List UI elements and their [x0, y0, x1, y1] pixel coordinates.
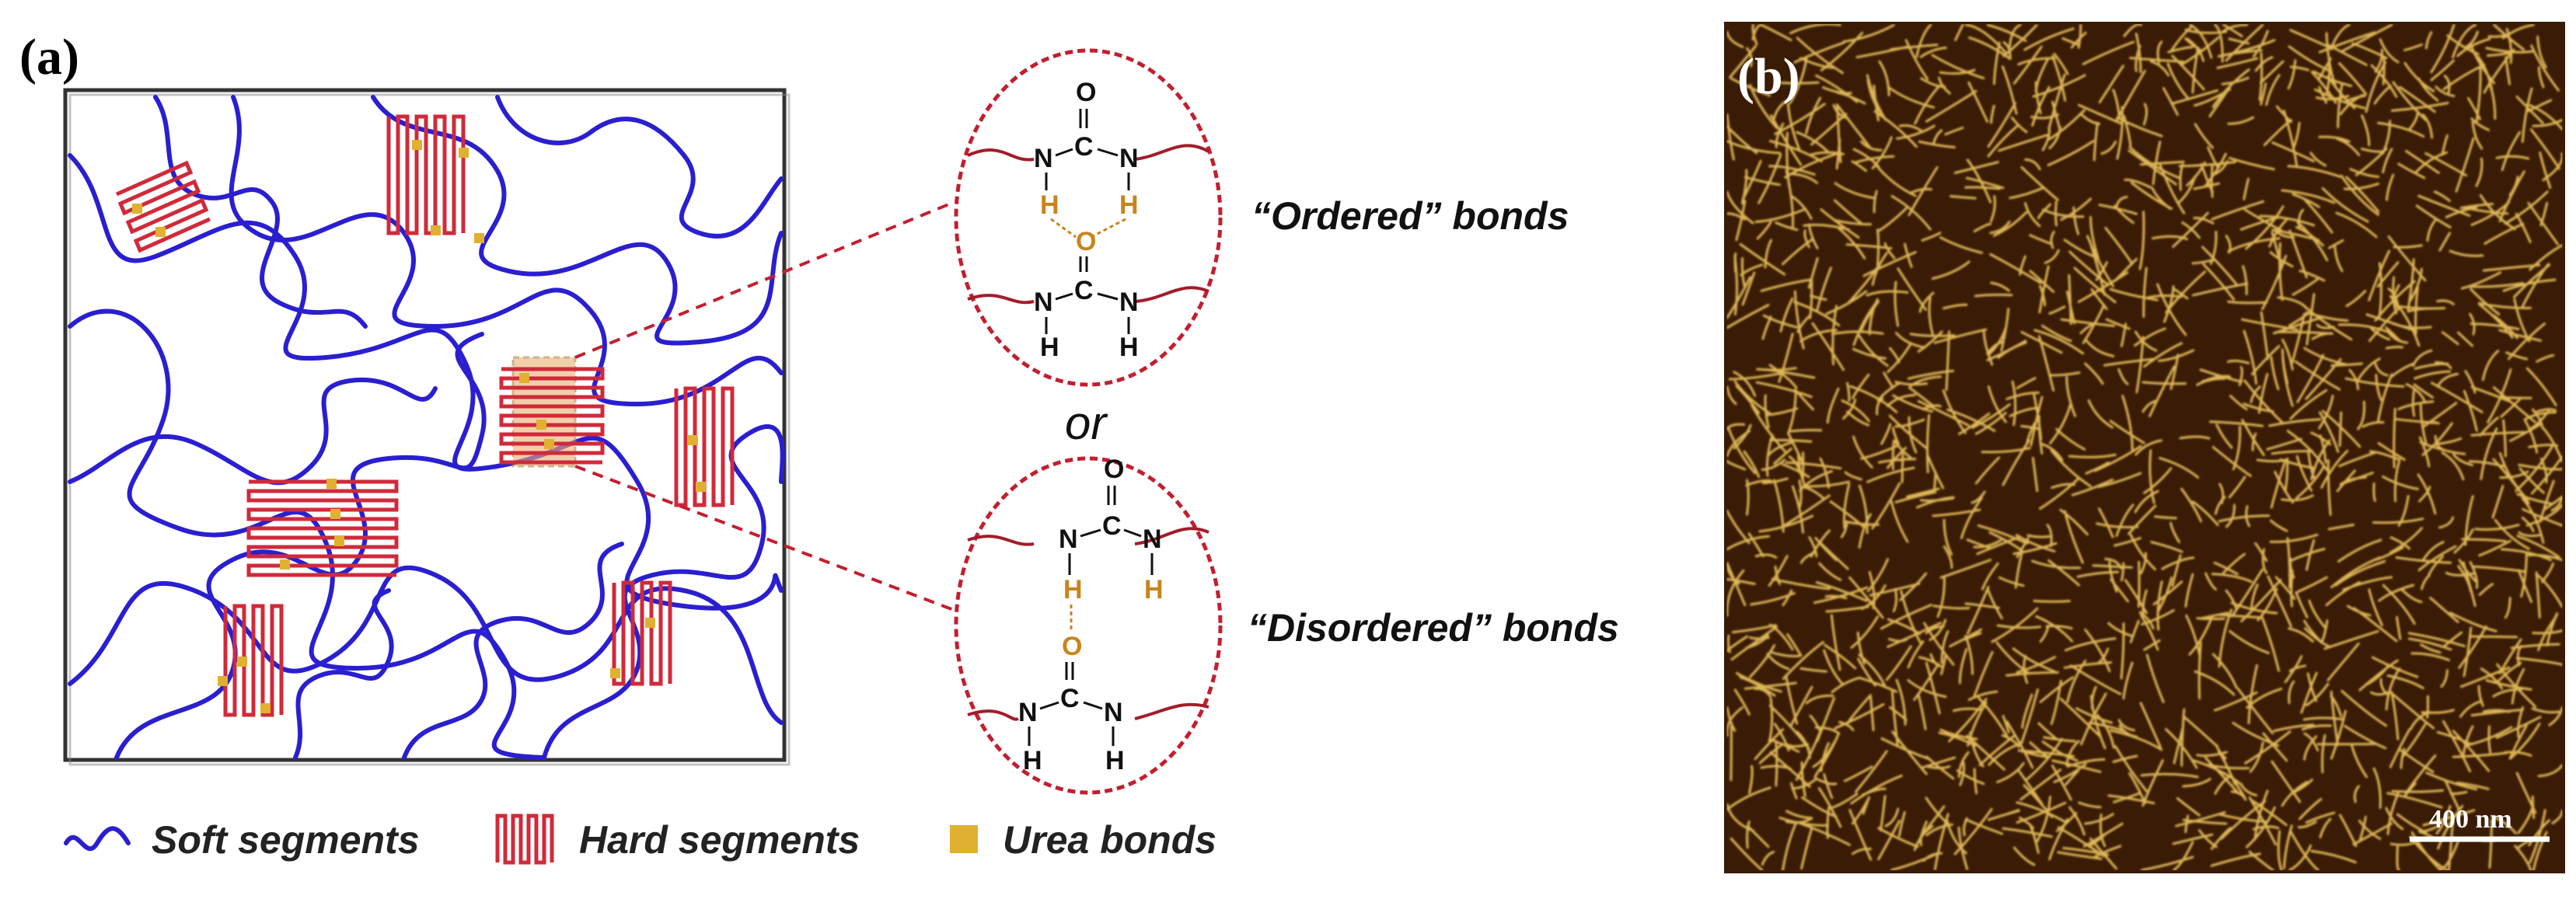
- disordered-bottom-n2: N: [1104, 698, 1123, 727]
- hard-segment-group-7: [610, 580, 672, 686]
- disordered-bottom-c: C: [1060, 684, 1080, 713]
- afm-image: [1724, 22, 2565, 873]
- hard-segment-group-1: [115, 160, 211, 253]
- disordered-top-h2: H: [1144, 575, 1164, 605]
- soft-segments: [68, 95, 785, 760]
- ordered-bottom-h2: H: [1119, 333, 1139, 362]
- disordered-bottom-h2: H: [1105, 746, 1125, 775]
- hard-segment-group-2: [386, 114, 484, 243]
- ordered-bottom-h1: H: [1040, 333, 1059, 362]
- legend-hard-segments: Hard segments: [579, 818, 860, 862]
- ordered-bonds-diagram: O C N N H H O C N N H H: [954, 48, 1223, 387]
- ordered-bonds-label: “Ordered” bonds: [1251, 194, 1569, 238]
- legend-urea-bonds: Urea bonds: [1003, 818, 1216, 862]
- ordered-top-h1: H: [1040, 190, 1059, 220]
- scale-bar-label: 400 nm: [2429, 805, 2512, 834]
- disordered-bottom-h1: H: [1023, 746, 1042, 775]
- disordered-top-n1: N: [1059, 524, 1078, 554]
- ordered-top-o: O: [1076, 78, 1096, 107]
- urea-bond-legend-icon: [950, 825, 978, 853]
- disordered-bonds-label: “Disordered” bonds: [1248, 606, 1619, 650]
- ordered-top-h2: H: [1119, 190, 1139, 220]
- hard-segment-legend-icon: [495, 814, 554, 865]
- legend-soft-segments: Soft segments: [152, 818, 420, 862]
- or-label: or: [1065, 397, 1108, 449]
- panel-b-label: (b): [1737, 48, 1800, 105]
- scale-bar: 400 nm: [2410, 805, 2550, 842]
- ordered-top-c: C: [1074, 132, 1094, 162]
- soft-segment-legend-icon: [64, 826, 131, 852]
- disordered-top-o: O: [1104, 455, 1124, 484]
- disordered-bottom-o: O: [1062, 632, 1082, 661]
- hard-segment-group-6: [218, 604, 284, 717]
- ordered-bottom-n1: N: [1034, 287, 1053, 317]
- ordered-top-n1: N: [1034, 144, 1053, 173]
- hard-segment-group-4: [246, 479, 399, 577]
- disordered-bottom-n1: N: [1018, 698, 1038, 727]
- zoom-lines: [574, 197, 965, 615]
- ordered-top-n2: N: [1119, 144, 1139, 173]
- hard-segment-group-3: [499, 356, 605, 468]
- legend: Soft segments Hard segments Urea bonds: [64, 814, 1216, 865]
- afm-fiber-paths: [1726, 23, 2564, 872]
- afm-fibers: [1726, 23, 2564, 872]
- ordered-bottom-n2: N: [1119, 287, 1139, 317]
- panel-a-label: (a): [19, 29, 79, 85]
- disordered-top-n2: N: [1143, 524, 1162, 554]
- ordered-bottom-c: C: [1074, 276, 1094, 305]
- disordered-top-h1: H: [1063, 575, 1083, 605]
- disordered-top-c: C: [1102, 511, 1122, 541]
- hard-segment-group-5: [674, 386, 735, 507]
- ordered-bottom-o: O: [1076, 227, 1096, 256]
- disordered-bonds-diagram: O C N N H H O C N N H H: [954, 455, 1223, 795]
